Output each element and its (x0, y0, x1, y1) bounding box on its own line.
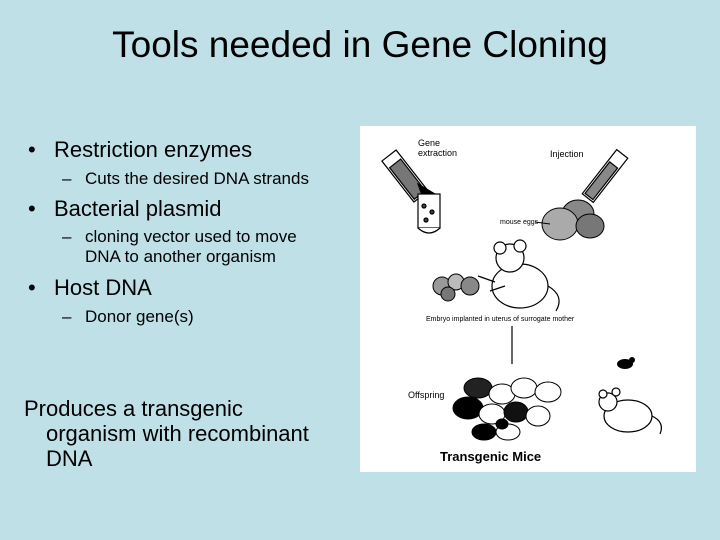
bullet-restriction-enzymes: • Restriction enzymes (28, 137, 253, 163)
eggs-cluster-icon (432, 273, 480, 302)
subbullet-donor-genes: – Donor gene(s) (62, 307, 194, 327)
subbullet-text: Cuts the desired DNA strands (85, 169, 309, 188)
transgenic-mice-figure: Gene extraction Injection mouse eggs Emb… (360, 126, 696, 472)
slide-title: Tools needed in Gene Cloning (112, 24, 608, 65)
small-black-mouse-icon (617, 357, 635, 369)
mouse-eggs-icon (534, 199, 605, 241)
subbullet-text-line1: cloning vector used to move (85, 227, 297, 246)
subbullet-text-line2: DNA to another organism (85, 247, 276, 266)
gene-extraction-label-line2: extraction (418, 148, 458, 158)
transgenic-mouse-icon (598, 387, 662, 435)
closing-line-1: Produces a transgenic (24, 396, 243, 421)
closing-line-3: DNA (46, 446, 93, 471)
test-tube-icon (381, 149, 441, 234)
bullet-text: Host DNA (54, 275, 152, 300)
embryo-caption-label: Embryo implanted in uterus of surrogate … (426, 316, 575, 323)
bullet-bacterial-plasmid: • Bacterial plasmid (28, 196, 222, 222)
gene-extraction-label-line1: Gene (418, 138, 441, 148)
surrogate-mouse-icon (477, 239, 560, 312)
bullet-text: Bacterial plasmid (54, 196, 222, 221)
subbullet-marker: – (62, 307, 72, 326)
injection-label: Injection (550, 149, 584, 159)
gene-extraction-label: Gene extraction (418, 138, 457, 158)
closing-line-2: organism with recombinant (46, 421, 309, 446)
closing-statement: Produces a transgenic organism with reco… (24, 396, 354, 471)
subbullet-cuts-dna: – Cuts the desired DNA strands (62, 169, 309, 189)
bullet-marker: • (28, 275, 36, 300)
subbullet-cloning-vector: – cloning vector used to move DNA to ano… (62, 227, 297, 267)
bullet-host-dna: • Host DNA (28, 275, 152, 301)
subbullet-marker: – (62, 169, 72, 188)
subbullet-text: Donor gene(s) (85, 307, 194, 326)
offspring-label: Offspring (408, 390, 445, 400)
bullet-text: Restriction enzymes (54, 137, 253, 162)
mouse-eggs-label: mouse eggs (500, 219, 539, 226)
bullet-marker: • (28, 137, 36, 162)
bullet-marker: • (28, 196, 36, 221)
subbullet-marker: – (62, 227, 72, 246)
offspring-mice-icon (452, 377, 562, 441)
transgenic-mice-illustration (381, 148, 662, 441)
transgenic-mice-caption: Transgenic Mice (440, 449, 542, 464)
